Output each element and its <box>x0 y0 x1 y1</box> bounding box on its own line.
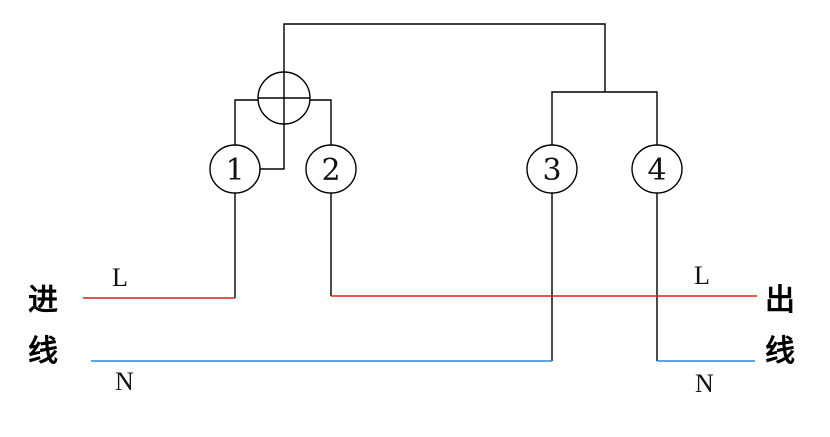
terminal-1-circle <box>209 144 261 194</box>
incoming-N-label: N <box>115 367 134 396</box>
terminal-4-circle <box>631 144 683 194</box>
terminal-1-label: 1 <box>225 153 244 188</box>
terminal-2: 2 <box>305 144 357 194</box>
right-bracket-wire <box>551 91 658 146</box>
incoming-char-1: 进 <box>28 283 58 318</box>
terminal-2-circle <box>305 144 357 194</box>
terminal-4: 4 <box>631 144 683 194</box>
terminal-4-label: 4 <box>647 153 666 188</box>
external-wires <box>83 295 757 362</box>
terminal-1: 1 <box>209 144 261 194</box>
coil-tail-wire <box>260 124 285 170</box>
terminal-3-circle <box>526 144 578 194</box>
incoming-char-2: 线 <box>28 334 58 369</box>
meter-internal-wiring <box>234 23 658 361</box>
current-coil-symbol <box>257 71 311 125</box>
terminal-2-label: 2 <box>321 153 340 188</box>
outgoing-char-1: 出 <box>765 283 795 318</box>
terminal-3-label: 3 <box>542 153 561 188</box>
outgoing-L-label: L <box>694 261 710 290</box>
top-bus-wire <box>283 23 606 92</box>
incoming-L-label: L <box>112 263 128 292</box>
outgoing-N-label: N <box>695 369 714 398</box>
outgoing-char-2: 线 <box>765 334 795 369</box>
terminal-3: 3 <box>526 144 578 194</box>
